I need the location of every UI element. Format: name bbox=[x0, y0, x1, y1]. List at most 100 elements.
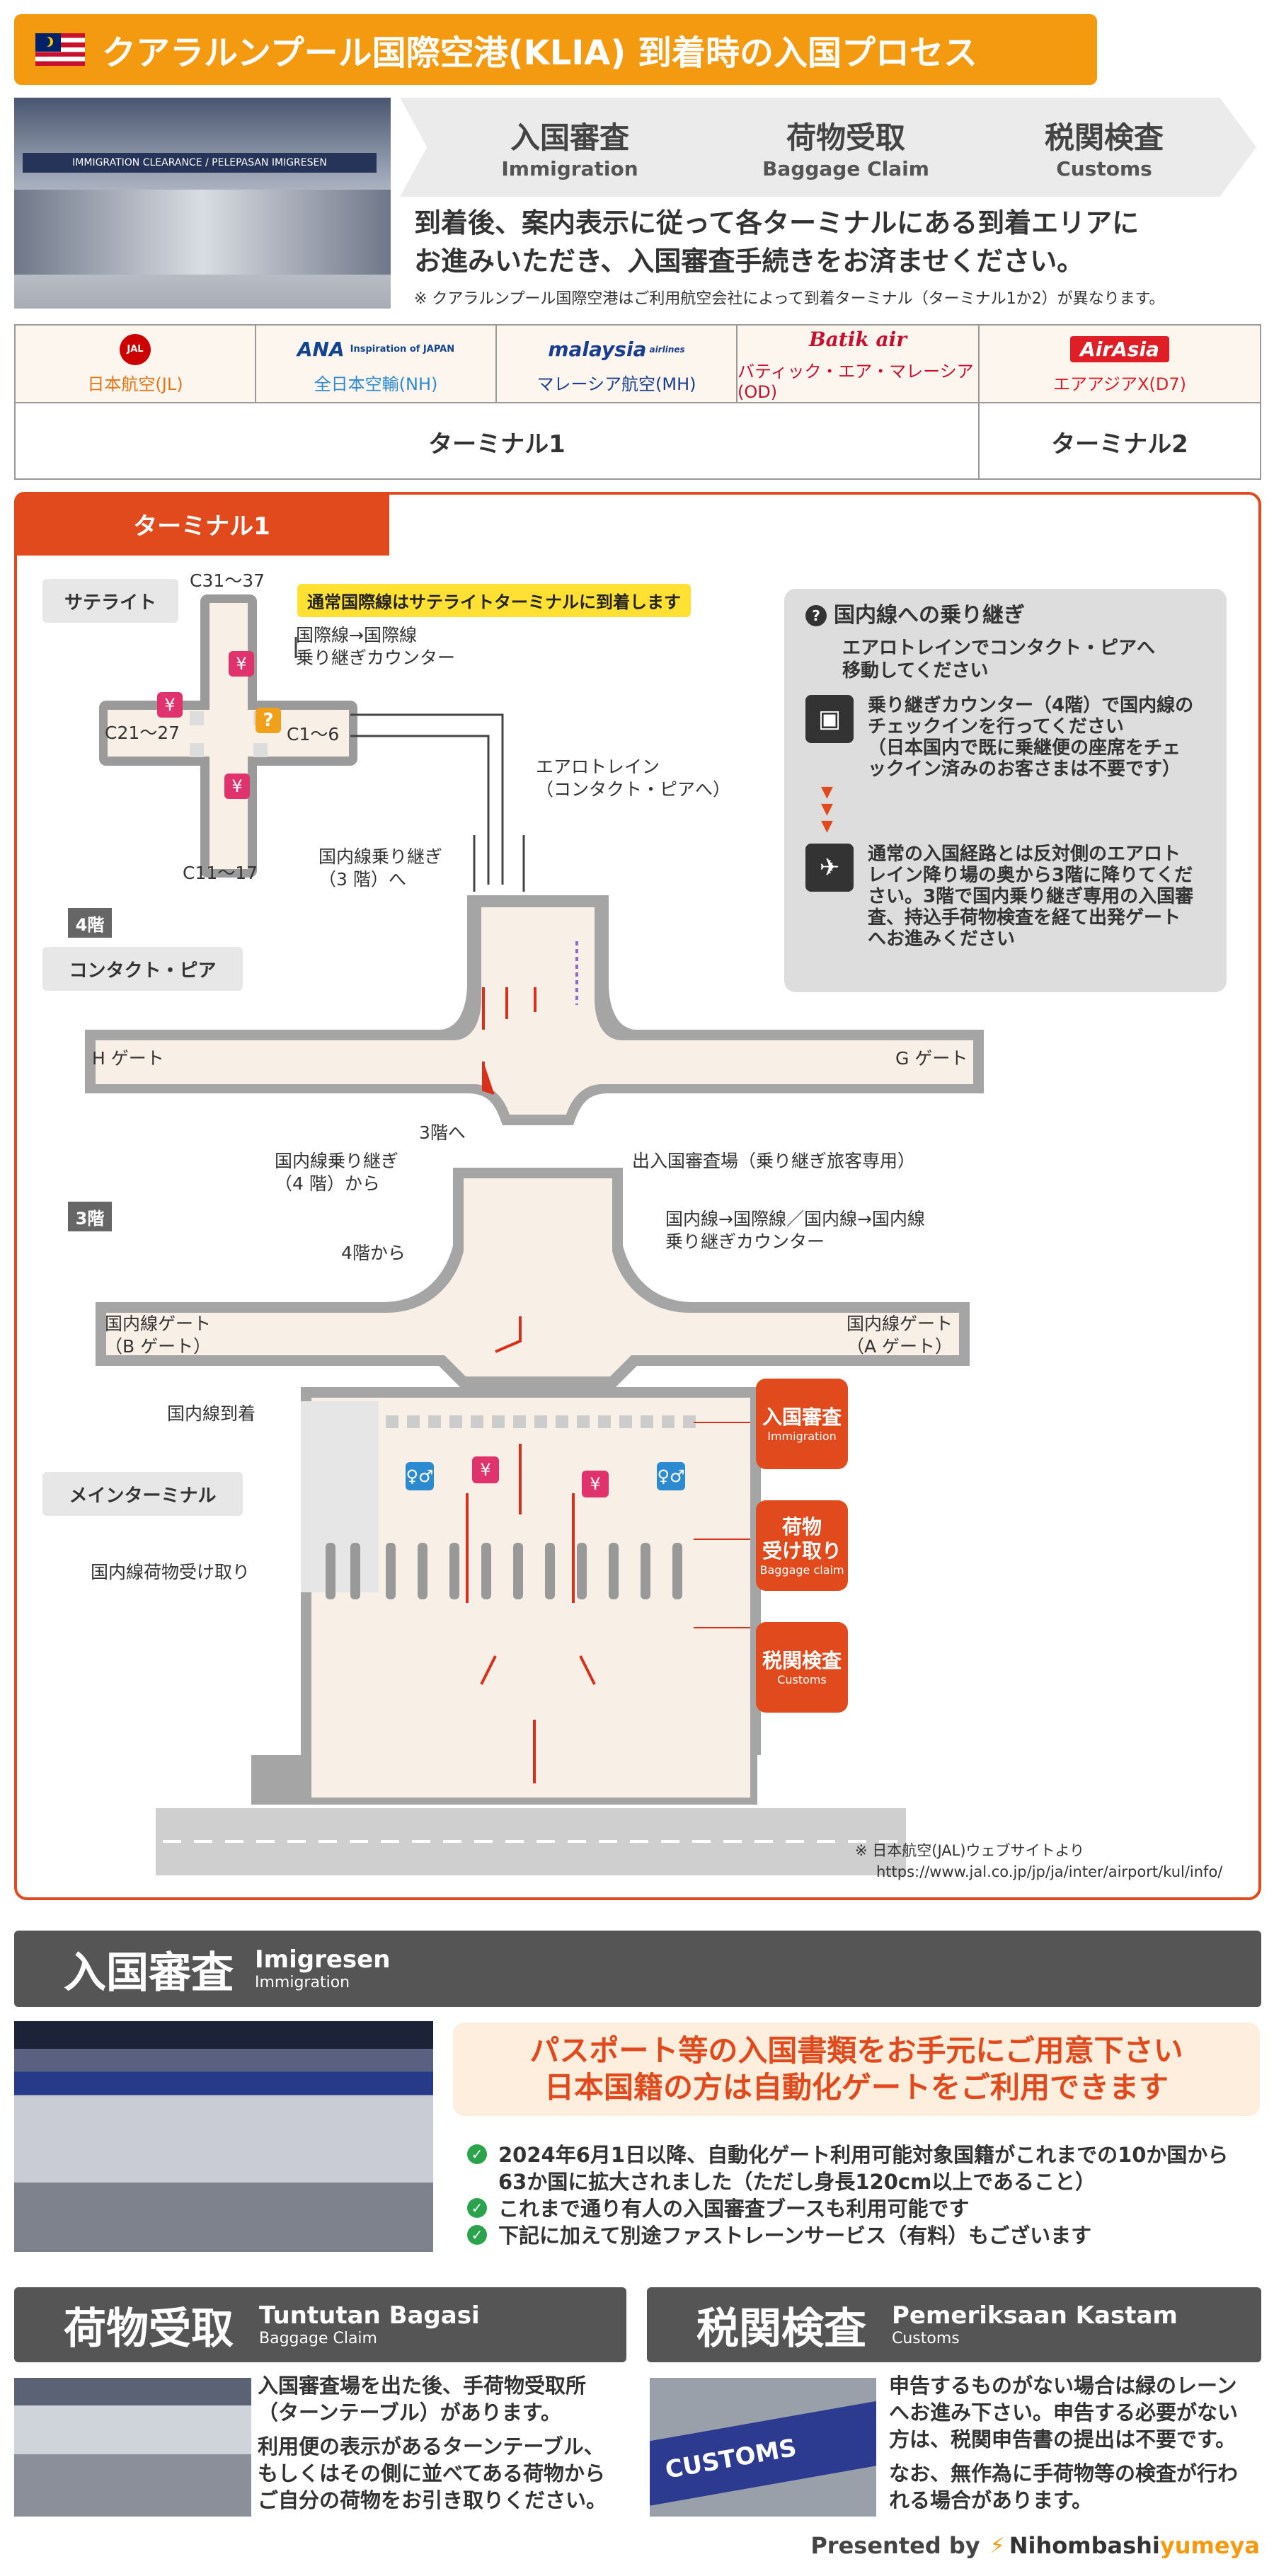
callout-line: パスポート等の入国書類をお手元にご用意下さい bbox=[529, 2033, 1183, 2068]
terminal1-map-frame bbox=[14, 492, 1261, 1900]
footer-presented: Presented by bbox=[810, 2532, 980, 2559]
h-gate-label: H ゲート bbox=[92, 1048, 164, 1069]
info-title: 国内線への乗り継ぎ bbox=[834, 603, 1025, 628]
baggage-carousels bbox=[326, 1543, 682, 1599]
domestic-baggage-label: 国内線荷物受け取り bbox=[91, 1562, 251, 1582]
transit-immigration-label: 出入国審査場（乗り継ぎ旅客専用） bbox=[632, 1151, 916, 1171]
intro-text: 到着後、案内表示に従って各ターミナルにある到着エリアに お進みいただき、入国審査… bbox=[414, 204, 1256, 280]
domestic-gate-b-label: 国内線ゲート （B ゲート） bbox=[105, 1313, 212, 1357]
currency-exchange-icon: ¥ bbox=[157, 692, 183, 718]
airline-jal: JAL 日本航空(JL) bbox=[16, 326, 256, 402]
gate-c31-label: C31～37 bbox=[190, 570, 265, 591]
step-sublabel: Baggage Claim bbox=[762, 157, 929, 180]
malaysia-flag-icon bbox=[35, 33, 85, 66]
step-label: 税関検査 bbox=[1044, 120, 1164, 155]
satellite-label: サテライト bbox=[42, 579, 178, 623]
airline-name: 日本航空(JL) bbox=[87, 374, 183, 394]
route-arrows bbox=[466, 1316, 596, 1783]
level3-concourse bbox=[96, 1168, 970, 1387]
info-lead: エアロトレインでコンタクト・ピアへ 移動してください bbox=[842, 638, 1156, 682]
gate-c11-label: C11～17 bbox=[183, 863, 258, 883]
roadway bbox=[156, 1808, 906, 1875]
section-subtitle-en: Customs bbox=[892, 2330, 960, 2347]
to-3f-label: 3階へ bbox=[419, 1122, 466, 1143]
map-source-note: ※ 日本航空(JAL)ウェブサイトより https://www.jal.co.j… bbox=[855, 1840, 1222, 1882]
from-4f-label: 4階から bbox=[341, 1243, 406, 1263]
domestic-transfer-3f-label: 国内線乗り継ぎ （3 階）へ bbox=[318, 846, 443, 890]
callout-line: 日本国籍の方は自動化ゲートをご利用できます bbox=[544, 2070, 1169, 2105]
info-icon: ? bbox=[256, 708, 281, 733]
checkin-counter-icon: ▣ bbox=[805, 695, 854, 743]
section-subtitle-en: Immigration bbox=[255, 1974, 350, 1991]
box-label: 荷物 受け取り bbox=[762, 1514, 842, 1563]
section-title: 税関検査 bbox=[696, 2304, 866, 2354]
restroom-icon: ♀♂ bbox=[406, 1462, 434, 1490]
source-note: ※ 日本航空(JAL)ウェブサイトより bbox=[855, 1842, 1085, 1859]
domestic-transfer-info: ? 国内線への乗り継ぎ エアロトレインでコンタクト・ピアへ 移動してください ▣… bbox=[784, 589, 1227, 992]
page-title: クアラルンプール国際空港(KLIA) 到着時の入国プロセス bbox=[102, 33, 977, 73]
jal-logo-icon: JAL bbox=[120, 333, 151, 366]
box-sublabel: Customs bbox=[777, 1672, 827, 1686]
step-baggage: 荷物受取 Baggage Claim bbox=[697, 98, 994, 197]
customs-photo: CUSTOMS bbox=[650, 2378, 876, 2517]
domestic-intl-counter-label: 国内線→国際線／国内線→国内線 乗り継ぎカウンター bbox=[665, 1209, 925, 1252]
currency-exchange-icon: ¥ bbox=[472, 1456, 499, 1483]
intro-line: 到着後、案内表示に従って各ターミナルにある到着エリアに bbox=[414, 207, 1140, 238]
airline-name: マレーシア航空(MH) bbox=[536, 374, 696, 394]
leader-lines bbox=[694, 1422, 750, 1628]
step-customs: 税関検査 Customs bbox=[952, 98, 1256, 197]
customs-para: 申告するものがない場合は緑のレーン へお進み下さい。申告する必要がない 方は、税… bbox=[889, 2374, 1239, 2451]
info-step1: 乗り継ぎカウンター（4階）で国内線の チェックインを行ってください （日本国内で… bbox=[868, 695, 1194, 780]
immigration-hall-photo: IMMIGRATION CLEARANCE / PELEPASAN IMIGRE… bbox=[14, 98, 391, 309]
baggage-para: 入国審査場を出た後、手荷物受取所 （ターンテーブル）があります。 bbox=[258, 2374, 587, 2425]
box-sublabel: Immigration bbox=[767, 1429, 837, 1443]
domestic-arrival-label: 国内線到着 bbox=[167, 1403, 256, 1424]
yumeya-logo-icon: ⚡ bbox=[989, 2533, 1005, 2558]
domestic-from-4f-label: 国内線乗り継ぎ （4 階）から bbox=[275, 1151, 399, 1194]
airline-airasia: AirAsia エアアジアX(D7) bbox=[980, 326, 1260, 402]
down-arrows-icon: ▼▼▼ bbox=[821, 783, 833, 835]
step-label: 荷物受取 bbox=[786, 120, 905, 155]
page-title-bar: クアラルンプール国際空港(KLIA) 到着時の入国プロセス bbox=[14, 14, 1097, 85]
box-label: 入国審査 bbox=[762, 1405, 842, 1429]
terminal1-tab: ターミナル1 bbox=[14, 492, 389, 556]
airasia-logo-icon: AirAsia bbox=[1070, 333, 1169, 366]
bullet-item: ✓これまで通り有人の入国審査ブースも利用可能です bbox=[467, 2195, 1253, 2222]
section-subtitle-en: Baggage Claim bbox=[259, 2330, 377, 2347]
section-title: 荷物受取 bbox=[64, 2304, 234, 2354]
airline-name: 全日本空輸(NH) bbox=[314, 374, 438, 394]
currency-exchange-icon: ¥ bbox=[582, 1471, 609, 1497]
main-terminal-label: メインターミナル bbox=[42, 1472, 243, 1516]
immigration-bullets: ✓2024年6月1日以降、自動化ゲート利用可能対象国籍がこれまでの10か国から … bbox=[467, 2141, 1253, 2249]
immigration-booths bbox=[386, 1415, 696, 1428]
box-sublabel: Baggage claim bbox=[759, 1563, 844, 1577]
gate-c21-label: C21～27 bbox=[105, 723, 180, 743]
step-sublabel: Customs bbox=[1056, 157, 1152, 180]
step-sublabel: Immigration bbox=[501, 157, 638, 180]
customs-para: なお、無作為に手荷物等の検査が行わ れる場合があります。 bbox=[889, 2461, 1239, 2512]
map-baggage-box: 荷物 受け取り Baggage claim bbox=[756, 1500, 848, 1591]
g-gate-label: G ゲート bbox=[895, 1048, 968, 1069]
intro-note: ※ クアラルンプール国際空港はご利用航空会社によって到着ターミナル（ターミナル1… bbox=[414, 290, 1165, 308]
airline-batik: Batik air バティック・エア・マレーシア(OD) bbox=[738, 326, 980, 402]
pier-arrows bbox=[482, 987, 536, 1095]
domestic-gate-a-label: 国内線ゲート （A ゲート） bbox=[847, 1313, 953, 1357]
airline-name: エアアジアX(D7) bbox=[1053, 374, 1186, 394]
departure-plane-icon: ✈ bbox=[805, 844, 854, 892]
terminal1-label: ターミナル1 bbox=[16, 403, 980, 480]
bullet-item: ✓2024年6月1日以降、自動化ゲート利用可能対象国籍がこれまでの10か国から … bbox=[467, 2141, 1253, 2195]
step-immigration: 入国審査 Immigration bbox=[400, 98, 740, 197]
check-icon: ✓ bbox=[467, 2225, 487, 2245]
currency-exchange-icon: ¥ bbox=[229, 651, 254, 677]
info-step2: 通常の入国経路とは反対側のエアロト レイン降り場の奥から3階に降りてくだ さい。… bbox=[868, 844, 1194, 950]
section-title: 入国審査 bbox=[64, 1948, 234, 1998]
immigration-sign: IMMIGRATION CLEARANCE / PELEPASAN IMIGRE… bbox=[23, 153, 377, 173]
box-label: 税関検査 bbox=[762, 1648, 842, 1672]
source-url[interactable]: https://www.jal.co.jp/jp/ja/inter/airpor… bbox=[876, 1863, 1223, 1880]
